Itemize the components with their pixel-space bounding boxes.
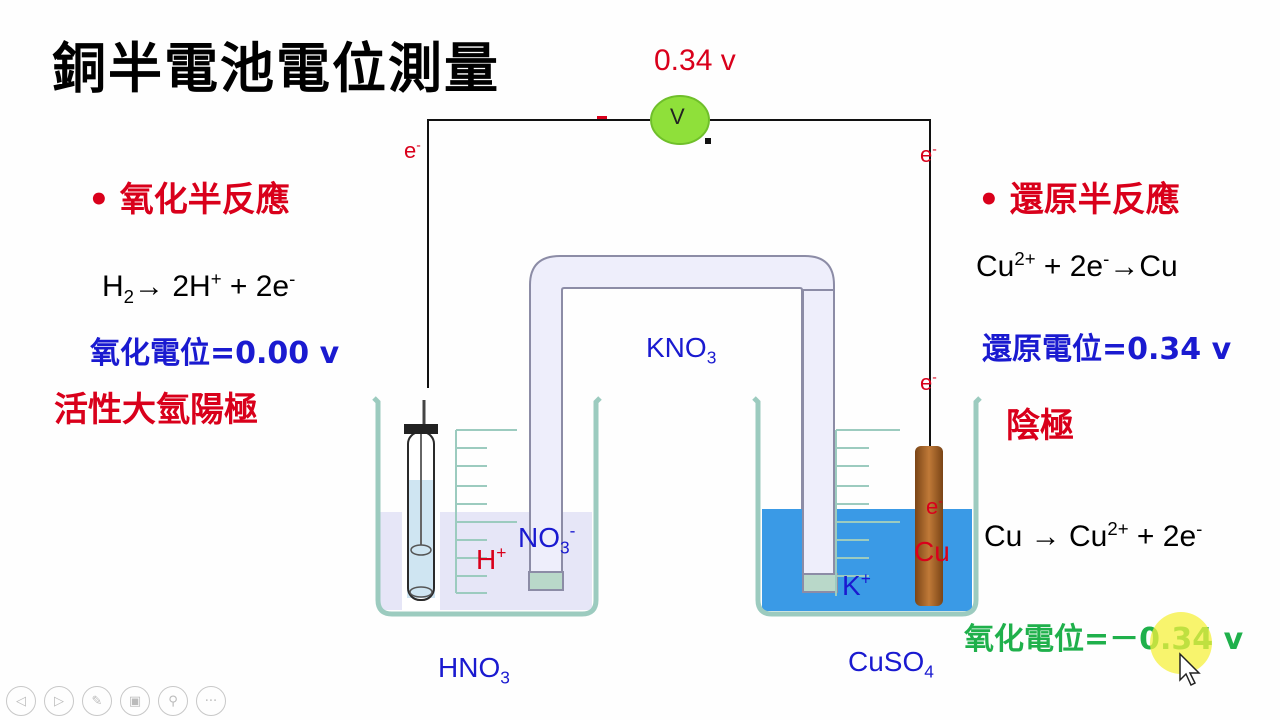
bullet: • — [978, 180, 1000, 220]
reduction-potential-right: 還原電位=0.34 v — [982, 332, 1232, 367]
voltmeter-icon — [650, 95, 710, 145]
see-all-slides-button[interactable]: ▣ — [120, 686, 150, 716]
mouse-pointer-icon — [1179, 652, 1201, 687]
next-icon: ▷ — [54, 693, 64, 709]
negative-terminal-mark — [597, 116, 607, 119]
next-slide-button[interactable]: ▷ — [44, 686, 74, 716]
nitrate-ion-label: NO3- — [518, 520, 576, 558]
left-bridge-plug — [528, 571, 564, 591]
salt-bridge-label: KNO3 — [646, 332, 717, 368]
electron-label-right-wire-bottom: e- — [920, 369, 937, 395]
cuso4-label: CuSO4 — [848, 646, 934, 682]
copper-electrode-label: Cu — [914, 536, 950, 567]
copper-oxidation-equation: Cu → Cu2+ + 2e- — [984, 518, 1203, 553]
magnifier-icon: ⚲ — [168, 693, 178, 709]
slides-grid-icon: ▣ — [128, 693, 142, 709]
electron-label-left-wire: e- — [404, 137, 421, 163]
slide-title: 銅半電池電位測量 — [52, 37, 500, 100]
oxidation-half-reaction-heading: •氧化半反應 — [88, 180, 290, 220]
zoom-button[interactable]: ⚲ — [158, 686, 188, 716]
slideshow-controls: ◁ ▷ ✎ ▣ ⚲ ··· — [6, 686, 226, 716]
more-icon: ··· — [204, 693, 218, 709]
voltmeter-symbol: V — [670, 104, 685, 129]
pen-button[interactable]: ✎ — [82, 686, 112, 716]
h-plus-ion-label: H+ — [476, 542, 507, 575]
cathode-label: 陰極 — [1006, 406, 1074, 446]
more-options-button[interactable]: ··· — [196, 686, 226, 716]
right-beaker — [752, 396, 982, 617]
copper-reduction-equation: Cu2+ + 2e-→Cu — [976, 248, 1178, 283]
copper-electrode — [915, 446, 943, 606]
previous-icon: ◁ — [16, 693, 26, 709]
reduction-half-reaction-heading: •還原半反應 — [978, 180, 1180, 220]
left-beaker-scale — [455, 429, 517, 594]
hydrogen-oxidation-equation: H2→ 2H+ + 2e- — [102, 268, 296, 307]
left-beaker — [372, 396, 602, 617]
previous-slide-button[interactable]: ◁ — [6, 686, 36, 716]
oxidation-potential-left: 氧化電位=0.00 v — [90, 336, 340, 371]
hno3-label: HNO3 — [438, 652, 510, 688]
right-wire — [710, 119, 931, 448]
bullet: • — [88, 180, 110, 220]
positive-terminal-mark — [705, 138, 711, 144]
hydrogen-electrode — [402, 400, 440, 610]
electron-label-right-wire-top: e- — [920, 141, 937, 167]
electron-label-copper: e- — [926, 493, 943, 519]
anode-label: 活性大氫陽極 — [54, 390, 258, 430]
right-beaker-scale — [835, 429, 900, 596]
voltmeter-reading: 0.34 v — [654, 44, 736, 77]
left-wire — [427, 119, 650, 388]
k-plus-ion-label: K+ — [842, 568, 871, 601]
pen-icon: ✎ — [91, 693, 103, 709]
